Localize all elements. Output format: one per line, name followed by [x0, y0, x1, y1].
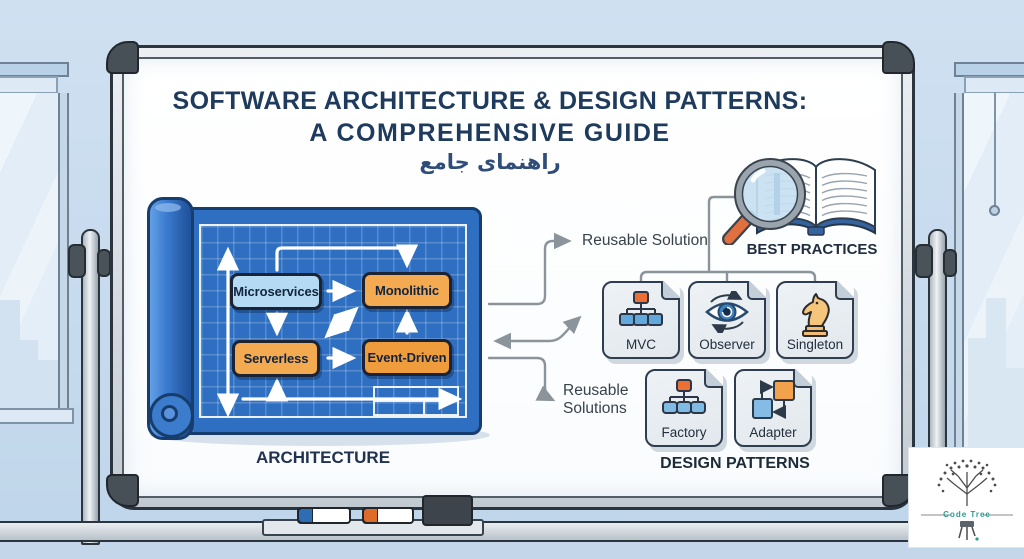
right-window-skyline: [968, 338, 986, 463]
left-window-header: [0, 62, 69, 77]
blueprint-curl: [149, 393, 194, 438]
left-window-valance: [0, 76, 58, 94]
frame-corner-cap: [106, 41, 139, 74]
blind-cord-ball: [989, 205, 1000, 216]
annotation-reusable-solution: Reusable Solution: [582, 232, 708, 249]
card-label: MVC: [626, 337, 656, 352]
node-monolithic: Monolithic: [362, 272, 452, 309]
node-event-driven: Event-Driven: [362, 339, 452, 376]
floor-band: [0, 538, 1024, 559]
marker-cap: [298, 508, 313, 523]
card-label: Singleton: [786, 337, 844, 352]
right-window-header: [954, 62, 1024, 77]
right-window-valance: [964, 76, 1024, 94]
node-microservices: Microservices: [230, 273, 322, 310]
node-serverless: Serverless: [232, 340, 320, 377]
design-patterns-caption: DESIGN PATTERNS: [660, 455, 810, 472]
annotation-reusable-solutions: Reusable Solutions: [563, 382, 629, 417]
stand-post-left: [81, 229, 100, 545]
stand-clamp: [943, 249, 957, 277]
card-label: Adapter: [749, 425, 797, 440]
page-subtitle-farsi: راهنمای جامع: [419, 150, 561, 174]
observer-eye-icon: [705, 291, 749, 333]
left-window-skyline: [20, 340, 38, 411]
code-tree-logo-icon: [921, 459, 1013, 541]
card-label: Observer: [699, 337, 755, 352]
factory-hierarchy-icon: [662, 379, 706, 414]
page-title-line1: SOFTWARE ARCHITECTURE & DESIGN PATTERNS:: [172, 87, 808, 115]
left-window-pane: [0, 93, 58, 411]
stand-clamp: [97, 249, 111, 277]
stand-clamp: [68, 244, 86, 278]
board-eraser: [422, 495, 473, 526]
left-window-sill: [0, 408, 74, 424]
marker-blue: [297, 507, 351, 524]
right-window-skyline: [1006, 368, 1024, 463]
node-label: Serverless: [243, 351, 309, 366]
page-fold: [704, 369, 723, 388]
card-factory: Factory: [645, 369, 723, 447]
stand-clamp: [915, 244, 933, 278]
left-window-skyline: [0, 300, 20, 411]
singleton-knight-icon: [802, 293, 830, 337]
node-label: Microservices: [233, 284, 319, 299]
card-mvc: MVC: [602, 281, 680, 359]
page-title-line2: A COMPREHENSIVE GUIDE: [309, 119, 671, 147]
frame-corner-cap: [882, 41, 915, 74]
page-fold: [747, 281, 766, 300]
stand-rail: [0, 521, 1024, 542]
blueprint-grid: [199, 224, 467, 418]
left-window-skyline: [38, 360, 58, 411]
blueprint-title-block: [373, 386, 459, 416]
right-window-skyline: [986, 298, 1006, 463]
logo-panel: Code Tree: [908, 447, 1024, 548]
logo-text: Code Tree: [943, 510, 991, 519]
marker-cap: [363, 508, 378, 523]
card-singleton: Singleton: [776, 281, 854, 359]
mvc-hierarchy-icon: [619, 291, 663, 326]
frame-corner-cap: [106, 474, 139, 507]
page-fold: [661, 281, 680, 300]
architecture-caption: ARCHITECTURE: [255, 448, 391, 467]
page-fold: [793, 369, 812, 388]
blueprint-sheet: [176, 207, 482, 435]
best-practices-caption: BEST PRACTICES: [746, 241, 878, 258]
card-observer: Observer: [688, 281, 766, 359]
blind-cord: [994, 93, 996, 206]
page-fold: [835, 281, 854, 300]
adapter-blocks-icon: [752, 380, 795, 419]
card-adapter: Adapter: [734, 369, 812, 447]
card-label: Factory: [661, 425, 707, 440]
marker-orange: [362, 507, 414, 524]
node-label: Event-Driven: [367, 350, 447, 365]
right-window-frame: [954, 93, 964, 463]
node-label: Monolithic: [375, 283, 439, 298]
